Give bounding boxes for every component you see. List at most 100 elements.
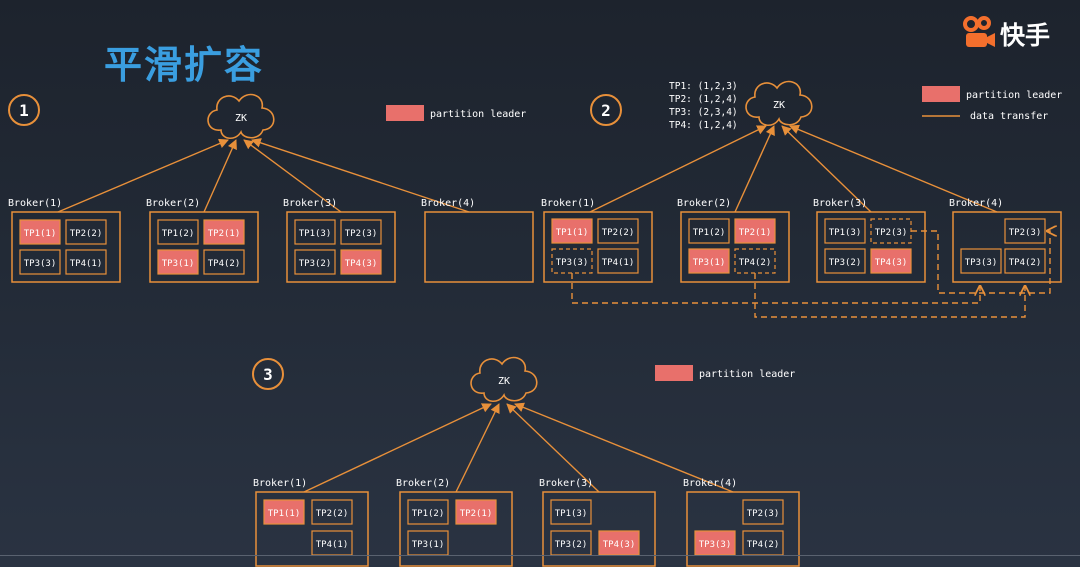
partition-label: TP3(3) — [556, 258, 589, 268]
zk-arrow — [734, 125, 775, 213]
step-number: 3 — [263, 365, 273, 384]
broker-box: Broker(4) TP2(3) TP3(3) TP4(2) — [949, 198, 1062, 283]
partition-label: TP2(1) — [460, 509, 493, 519]
zk-arrow — [514, 402, 734, 493]
partition-label: TP3(2) — [299, 259, 332, 269]
partition-leader-cell: TP3(1) — [688, 248, 730, 274]
broker-box: Broker(2)TP1(2)TP2(1)TP3(1)TP4(2) — [677, 198, 790, 283]
partition-label: TP2(3) — [1009, 228, 1042, 238]
partition-label: TP2(3) — [875, 228, 908, 238]
zk-arrow — [589, 125, 767, 213]
partition-cell: TP3(3) — [960, 248, 1002, 274]
step-badge: 1 — [8, 94, 40, 126]
partition-label: TP2(2) — [602, 228, 635, 238]
partition-label: TP4(1) — [316, 540, 349, 550]
replica-assignment: TP1: (1,2,3)TP2: (1,2,4)TP3: (2,3,4)TP4:… — [669, 81, 738, 131]
partition-cell: TP1(3) — [550, 499, 592, 525]
zk-label: ZK — [235, 113, 247, 124]
zk-arrow — [455, 403, 500, 493]
zk-connection-arrows — [57, 124, 998, 493]
partition-cell: TP2(2) — [65, 219, 107, 245]
broker-box: Broker(3) TP1(3) TP3(2)TP4(3) — [539, 478, 656, 567]
partition-cell: TP4(2) — [203, 249, 245, 275]
partition-cell: TP2(3) — [340, 219, 382, 245]
broker-label: Broker(4) — [949, 198, 1003, 209]
partition-leader-cell: TP3(1) — [157, 249, 199, 275]
partition-cell: TP3(2) — [294, 249, 336, 275]
partition-cell: TP1(3) — [824, 218, 866, 244]
assignment-line: TP1: (1,2,3) — [669, 81, 738, 92]
partition-leader-cell: TP2(1) — [203, 219, 245, 245]
broker-label: Broker(3) — [283, 198, 337, 209]
partition-label: TP4(1) — [602, 258, 635, 268]
broker-label: Broker(1) — [8, 198, 62, 209]
broker-box: Broker(3) TP1(3) TP2(3) TP3(2) TP4(3) — [283, 198, 396, 283]
partition-label: TP2(3) — [345, 229, 378, 239]
legend-partition-leader: partition leader — [655, 365, 795, 381]
broker-box: Broker(2)TP1(2)TP2(1)TP3(1) — [396, 478, 513, 567]
partition-label: TP1(3) — [555, 509, 588, 519]
partition-leader-cell: TP2(1) — [455, 499, 497, 525]
zk-arrow — [57, 138, 229, 213]
partition-cell: TP1(3) — [294, 219, 336, 245]
partition-label: TP3(3) — [965, 258, 998, 268]
broker-box: Broker(1)TP1(1)TP2(2)TP3(3)TP4(1) — [541, 198, 653, 283]
data-transfer-lines — [571, 231, 1050, 318]
partition-label: TP3(3) — [24, 259, 57, 269]
partition-cell: TP3(2) — [550, 530, 592, 556]
legend-partition-leader: partition leader — [386, 105, 526, 121]
partition-leader-cell: TP4(3) — [598, 530, 640, 556]
zk-arrow — [203, 139, 237, 213]
partition-label: TP1(1) — [268, 509, 301, 519]
zk-cloud: ZK — [470, 356, 538, 402]
partition-cell: TP3(3) — [19, 249, 61, 275]
step-number: 2 — [601, 101, 611, 120]
zk-arrow — [243, 139, 342, 213]
page-title: 平滑扩容 — [104, 43, 265, 87]
partition-cell: TP2(3) — [1004, 218, 1046, 244]
broker-box: Broker(4) — [421, 198, 534, 283]
partition-label: TP1(1) — [556, 228, 589, 238]
legend-label: partition leader — [430, 109, 526, 120]
partition-leader-cell: TP4(3) — [340, 249, 382, 275]
legend-swatch — [655, 365, 693, 381]
legend-swatch — [386, 105, 424, 121]
partition-label: TP3(2) — [829, 258, 862, 268]
partition-label: TP3(1) — [693, 258, 726, 268]
partition-leader-cell: TP3(3) — [694, 530, 736, 556]
partition-label: TP1(3) — [829, 228, 862, 238]
step-number: 1 — [19, 101, 29, 120]
partition-label: TP4(3) — [345, 259, 378, 269]
partition-cell: TP4(2) — [1004, 248, 1046, 274]
partition-cell: TP4(1) — [311, 530, 353, 556]
partition-cell: TP4(1) — [65, 249, 107, 275]
partition-label: TP1(3) — [299, 229, 332, 239]
legend-label: partition leader — [966, 90, 1062, 101]
broker-label: Broker(1) — [253, 478, 307, 489]
transfer-route — [754, 273, 1025, 318]
assignment-line: TP2: (1,2,4) — [669, 94, 738, 105]
legend-data-transfer: data transfer — [922, 111, 1048, 122]
partition-label: TP3(3) — [699, 540, 732, 550]
legend-partition-leader: partition leader — [922, 86, 1062, 102]
broker-label: Broker(4) — [683, 478, 737, 489]
partition-leader-cell: TP1(1) — [551, 218, 593, 244]
partition-cell: TP3(1) — [407, 530, 449, 556]
kuaishou-camera-icon — [963, 16, 995, 47]
step-badge: 2 — [590, 94, 622, 126]
partition-label: TP3(1) — [412, 540, 445, 550]
partition-label: TP1(2) — [412, 509, 445, 519]
partition-label: TP2(1) — [208, 229, 241, 239]
partition-leader-cell: TP2(1) — [734, 218, 776, 244]
partition-label: TP4(1) — [70, 259, 103, 269]
broker-label: Broker(3) — [539, 478, 593, 489]
partition-cell: TP2(3) — [742, 499, 784, 525]
partition-label: TP2(3) — [747, 509, 780, 519]
partition-cell: TP4(2) — [742, 530, 784, 556]
partition-cell: TP4(2) — [734, 248, 776, 274]
partition-cell: TP2(3) — [870, 218, 912, 244]
zk-label: ZK — [773, 100, 785, 111]
